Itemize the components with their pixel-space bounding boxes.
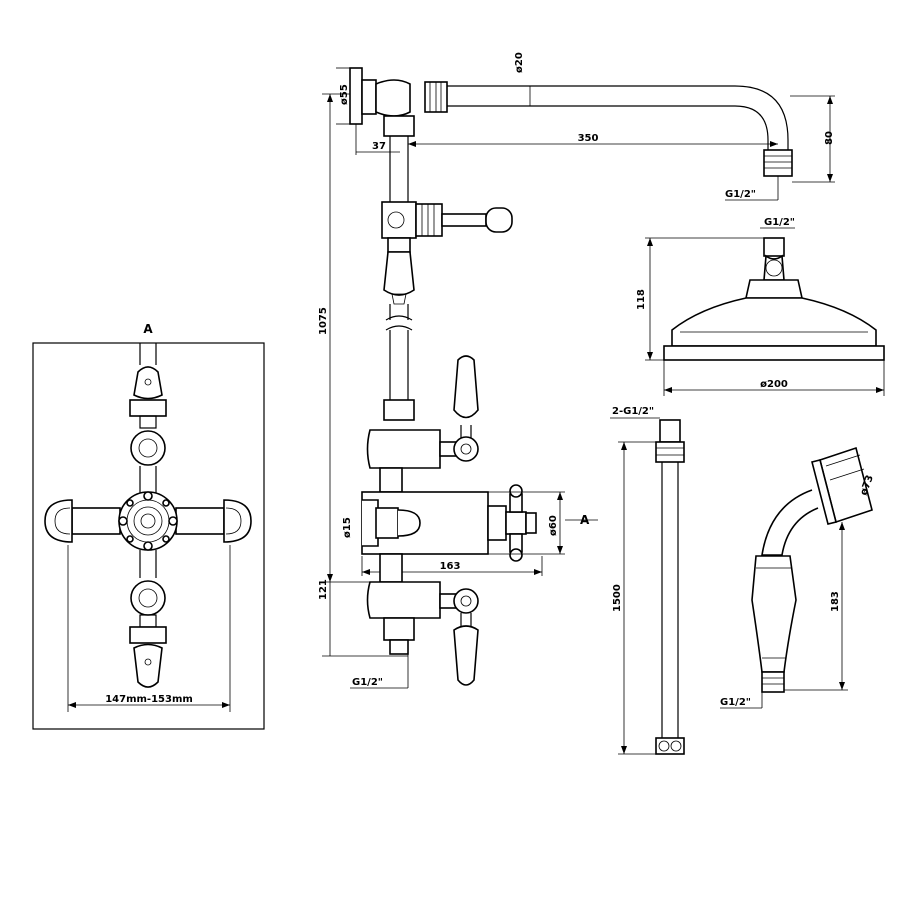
lower-outlet — [130, 580, 166, 616]
hose-view: 2-G1/2" 1500 — [610, 406, 685, 755]
shower-head-rose — [671, 297, 877, 347]
handset-view: 183 ø73 G1/2" — [720, 446, 876, 709]
shower-head-face — [663, 345, 885, 361]
dia-55-label: ø55 — [339, 84, 350, 105]
dia-20-label: ø20 — [514, 52, 525, 73]
dia-15-label: ø15 — [342, 517, 353, 538]
slide-bracket — [381, 201, 417, 239]
dim-163-label: 163 — [440, 561, 461, 572]
side-view: ø20 80 G1/2" 350 37 ø55 — [318, 52, 835, 689]
lower-diverter-handle — [453, 625, 479, 686]
g12-head-label: G1/2" — [764, 217, 795, 228]
hose-top-connector — [659, 419, 681, 443]
handset-connector — [761, 671, 785, 693]
arm-outlet-thread — [763, 149, 793, 177]
lower-nut — [129, 626, 167, 644]
bracket-knob — [485, 207, 513, 233]
dim-37-label: 37 — [372, 141, 386, 152]
lower-diverter-knob — [453, 588, 479, 614]
upper-outlet — [130, 430, 166, 466]
lower-diverter-body — [366, 581, 441, 619]
riser-top-nut — [383, 115, 415, 137]
lower-lever-handle — [133, 643, 163, 688]
right-wall-flange — [223, 499, 252, 543]
shower-head-view: G1/2" 118 ø200 — [636, 217, 885, 396]
handset-neck — [761, 489, 819, 556]
dim-1500-label: 1500 — [612, 584, 623, 612]
upper-diverter-knob — [453, 436, 479, 462]
left-wall-flange — [44, 499, 73, 543]
riser-handset — [383, 251, 415, 296]
upper-lever-handle — [133, 366, 163, 400]
section-a-top-label: A — [143, 322, 153, 336]
shower-arm — [447, 85, 789, 150]
handset-grip — [751, 555, 797, 673]
right-arm — [175, 507, 225, 535]
g12-handset-label: G1/2" — [720, 697, 751, 708]
section-a-right-label: A — [580, 513, 590, 527]
dim-183-label: 183 — [830, 591, 841, 612]
upper-diverter-handle — [453, 355, 479, 419]
hose-bottom-connector — [655, 737, 685, 755]
dim-350-label: 350 — [578, 133, 599, 144]
g12-arm-label: G1/2" — [725, 189, 756, 200]
dia-60-label: ø60 — [548, 515, 559, 536]
dim-80-label: 80 — [824, 131, 835, 145]
width-range-label: 147mm-153mm — [105, 694, 193, 705]
left-arm — [71, 507, 121, 535]
upper-diverter-body — [366, 429, 441, 469]
front-view: A — [32, 322, 265, 730]
dia-200-label: ø200 — [760, 379, 788, 390]
dim-118-label: 118 — [636, 289, 647, 310]
g12-bottom-label: G1/2" — [352, 677, 383, 688]
upper-nut — [129, 399, 167, 417]
front-view-frame — [32, 342, 265, 730]
dim-121-label: 121 — [318, 579, 329, 600]
hose-conn-label: 2-G1/2" — [612, 406, 654, 417]
ceiling-flange — [349, 67, 363, 125]
dim-1075-label: 1075 — [318, 307, 329, 335]
